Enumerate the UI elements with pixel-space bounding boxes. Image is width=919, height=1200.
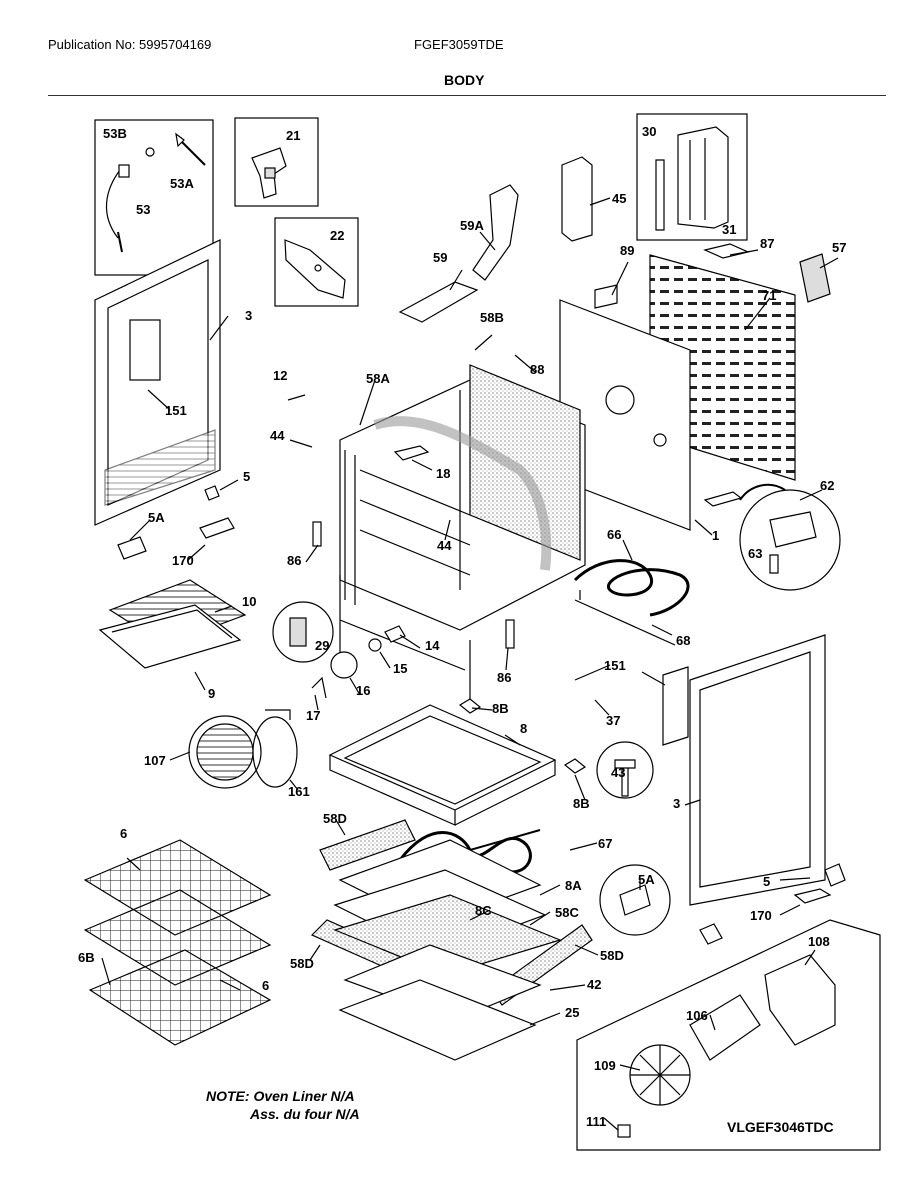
label-8C: 8C [475, 903, 492, 918]
label-3-right: 3 [673, 796, 680, 811]
label-86-upper: 86 [287, 553, 301, 568]
label-8B-upper: 8B [492, 701, 509, 716]
label-68: 68 [676, 633, 690, 648]
label-58A: 58A [366, 371, 390, 386]
label-58C: 58C [555, 905, 579, 920]
label-161: 161 [288, 784, 310, 799]
label-45: 45 [612, 191, 626, 206]
side-panel-right [689, 634, 826, 906]
label-17: 17 [306, 708, 320, 723]
oven-rack-lower [88, 949, 272, 1046]
label-8A: 8A [565, 878, 582, 893]
label-29: 29 [315, 638, 329, 653]
label-59A: 59A [460, 218, 484, 233]
label-42: 42 [587, 977, 601, 992]
part-53-wire [105, 169, 121, 239]
label-88: 88 [530, 362, 544, 377]
label-58D-left: 58D [290, 956, 314, 971]
label-12: 12 [273, 368, 287, 383]
callout-box-30 [636, 113, 748, 241]
label-66: 66 [607, 527, 621, 542]
label-111: 111 [586, 1114, 606, 1129]
label-16: 16 [356, 683, 370, 698]
label-44-lower: 44 [437, 538, 452, 553]
label-57: 57 [832, 240, 846, 255]
label-106: 106 [686, 1008, 708, 1023]
label-59: 59 [433, 250, 447, 265]
callout-box-22 [274, 217, 359, 307]
label-8: 8 [520, 721, 527, 736]
bake-element [398, 831, 532, 874]
label-58B: 58B [480, 310, 504, 325]
label-63: 63 [748, 546, 762, 561]
label-31: 31 [722, 222, 736, 237]
label-6B: 6B [78, 950, 95, 965]
label-10: 10 [242, 594, 256, 609]
section-title: BODY [444, 72, 485, 88]
label-53A: 53A [170, 176, 194, 191]
label-53B: 53B [103, 126, 127, 141]
label-9: 9 [208, 686, 215, 701]
note-line-1: NOTE: Oven Liner N/A [206, 1088, 355, 1104]
label-5-right: 5 [763, 874, 770, 889]
label-21: 21 [286, 128, 300, 143]
label-6-lower: 6 [262, 978, 269, 993]
label-8B-lower: 8B [573, 796, 590, 811]
label-43: 43 [611, 765, 625, 780]
label-170-right: 170 [750, 908, 772, 923]
label-14: 14 [425, 638, 440, 653]
label-151-left: 151 [165, 403, 187, 418]
label-62: 62 [820, 478, 834, 493]
label-1: 1 [712, 528, 719, 543]
label-37: 37 [606, 713, 620, 728]
label-67: 67 [598, 836, 612, 851]
broil-element [573, 559, 690, 617]
callout-box-21 [234, 117, 319, 207]
label-87: 87 [760, 236, 774, 251]
label-86-lower: 86 [497, 670, 511, 685]
label-89: 89 [620, 243, 634, 258]
label-5A-left: 5A [148, 510, 165, 525]
label-30: 30 [642, 124, 656, 139]
label-5A-right: 5A [638, 872, 655, 887]
label-18: 18 [436, 466, 450, 481]
note-line-2: Ass. du four N/A [250, 1106, 360, 1122]
model-number: FGEF3059TDE [414, 37, 504, 52]
header-divider [48, 95, 886, 96]
label-6-upper: 6 [120, 826, 127, 841]
label-170-left: 170 [172, 553, 194, 568]
label-107: 107 [144, 753, 166, 768]
label-44-upper: 44 [270, 428, 285, 443]
label-5-left: 5 [243, 469, 250, 484]
diagram-code: VLGEF3046TDC [727, 1119, 834, 1135]
label-58D-upper: 58D [323, 811, 347, 826]
label-109: 109 [594, 1058, 616, 1073]
publication-number: Publication No: 5995704169 [48, 37, 212, 52]
label-22: 22 [330, 228, 344, 243]
label-108: 108 [808, 934, 830, 949]
label-58D-right: 58D [600, 948, 624, 963]
label-3-left: 3 [245, 308, 252, 323]
label-15: 15 [393, 661, 407, 676]
label-25: 25 [565, 1005, 579, 1020]
label-53: 53 [136, 202, 150, 217]
label-71: 71 [762, 288, 776, 303]
label-151-right: 151 [604, 658, 626, 673]
